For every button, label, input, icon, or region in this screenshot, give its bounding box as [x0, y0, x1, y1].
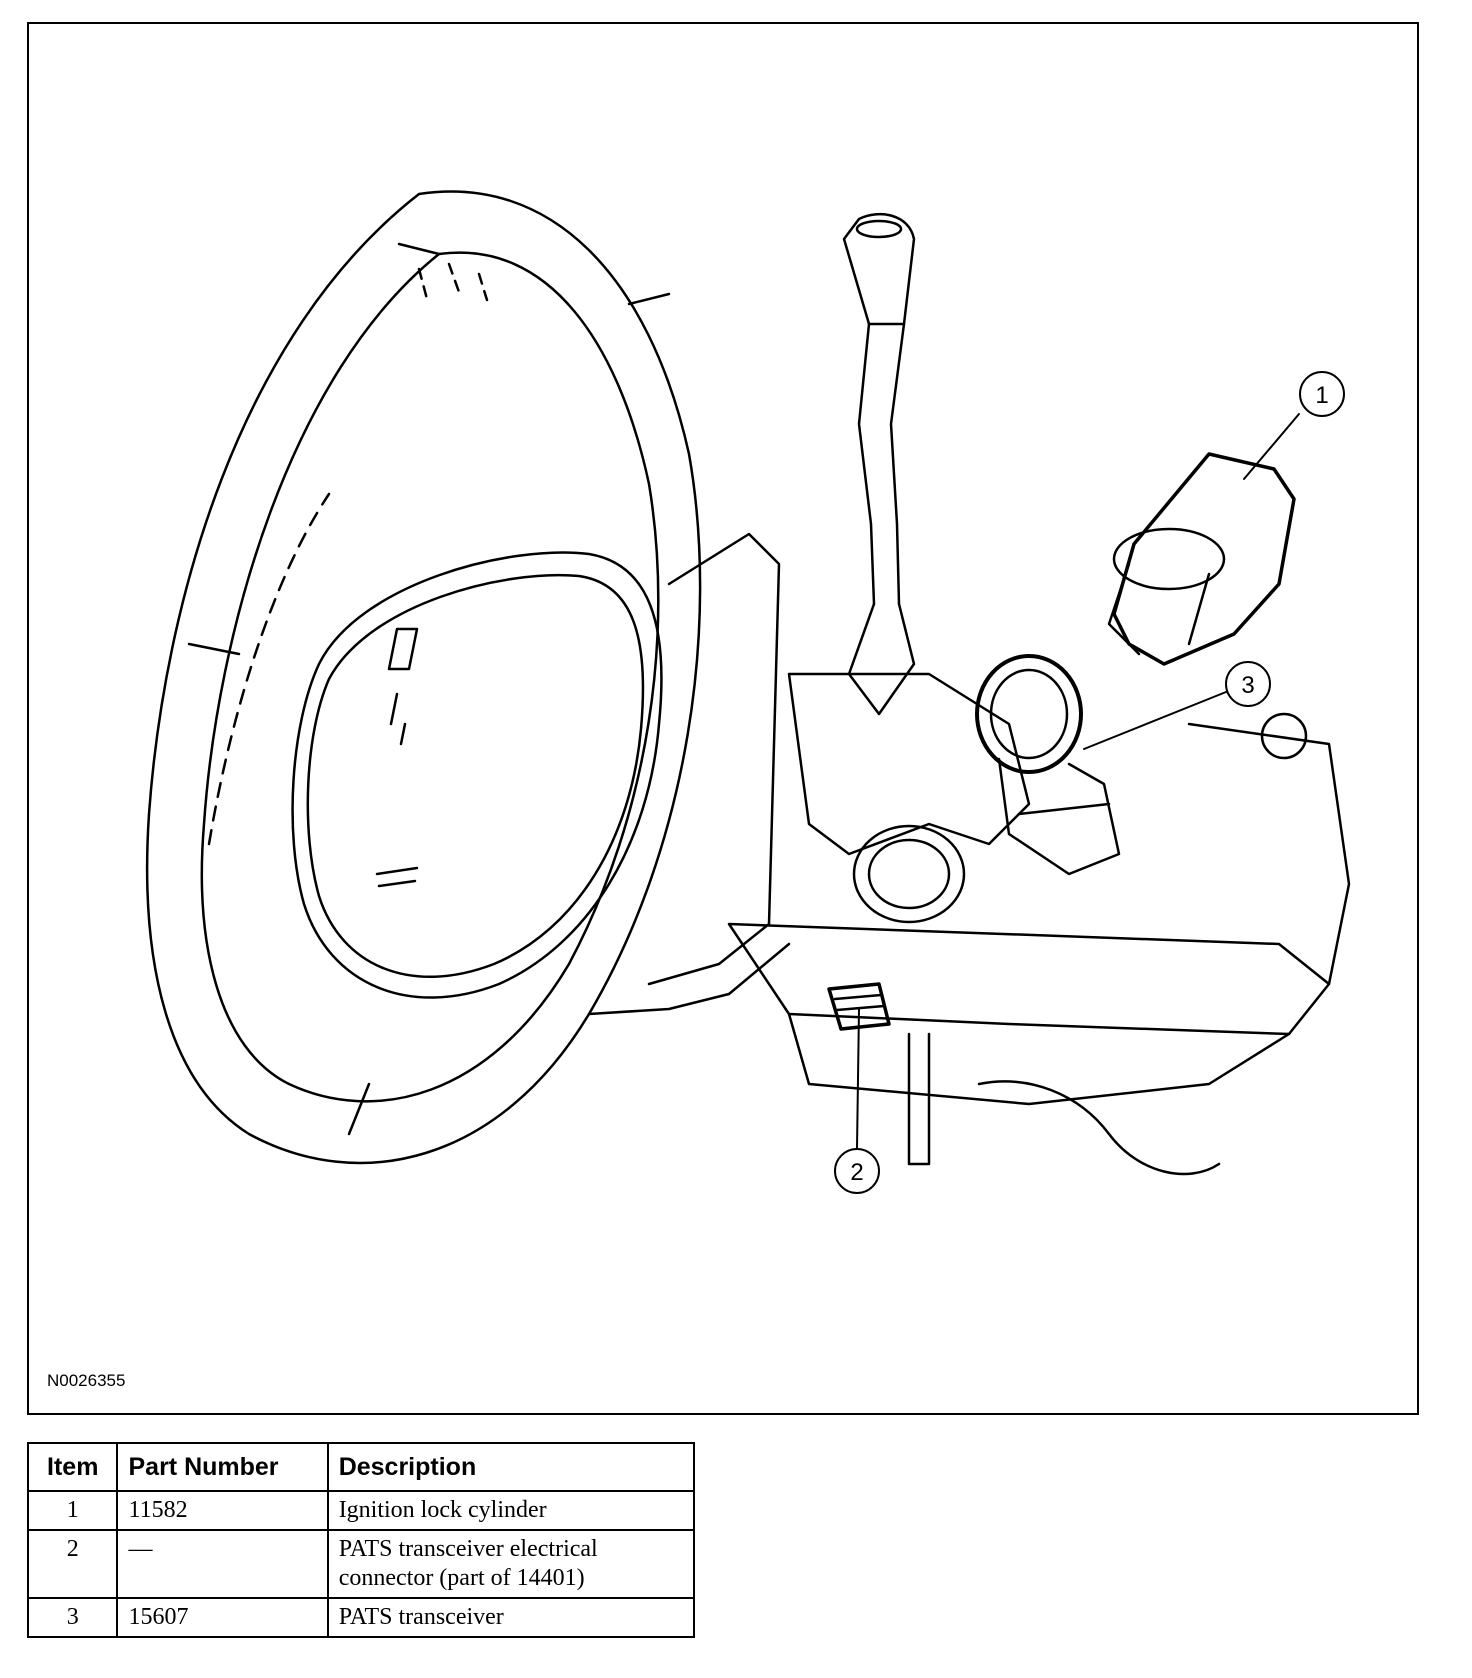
column-bracket	[727, 672, 1351, 1176]
row-part-number: 15607	[116, 1597, 329, 1638]
callout-1: 1	[1299, 371, 1345, 417]
row-description: Ignition lock cylinder	[326, 1490, 696, 1531]
airbag-cover	[291, 551, 663, 999]
row-item: 1	[26, 1490, 119, 1531]
table-row: 3 15607 PATS transceiver	[26, 1597, 696, 1638]
table-row: 2 — PATS transceiver electrical connecto…	[26, 1529, 696, 1599]
callout-1-label: 1	[1315, 382, 1328, 409]
parts-table: Item Part Number Description 1 11582 Ign…	[26, 1442, 696, 1638]
callout-2-label: 2	[850, 1159, 863, 1186]
header-description: Description	[326, 1442, 696, 1492]
steering-wheel	[145, 190, 702, 1165]
ignition-housing	[852, 824, 966, 924]
pats-transceiver	[975, 654, 1121, 876]
row-part-number: —	[116, 1529, 329, 1599]
row-item: 2	[26, 1529, 119, 1599]
steering-column-illustration: 1 2 3	[145, 190, 1351, 1194]
figure-id: N0026355	[47, 1371, 126, 1390]
parts-table-header: Item Part Number Description	[26, 1442, 696, 1492]
header-item: Item	[26, 1442, 119, 1492]
figure-frame: 1 2 3 N0026355	[27, 22, 1419, 1415]
callout-3-label: 3	[1241, 672, 1254, 699]
table-row: 1 11582 Ignition lock cylinder	[26, 1490, 696, 1531]
callout-3: 3	[1225, 661, 1271, 707]
row-part-number: 11582	[116, 1490, 329, 1531]
callout-2: 2	[834, 1148, 880, 1194]
shift-lever	[842, 212, 916, 716]
ignition-lock-cylinder	[1107, 452, 1296, 666]
header-part-number: Part Number	[116, 1442, 329, 1492]
column-housing	[587, 532, 791, 1016]
row-item: 3	[26, 1597, 119, 1638]
row-description: PATS transceiver	[326, 1597, 696, 1638]
row-description: PATS transceiver electrical connector (p…	[326, 1529, 696, 1599]
transceiver-connector	[827, 982, 891, 1031]
callout-leaders	[856, 413, 1300, 1149]
